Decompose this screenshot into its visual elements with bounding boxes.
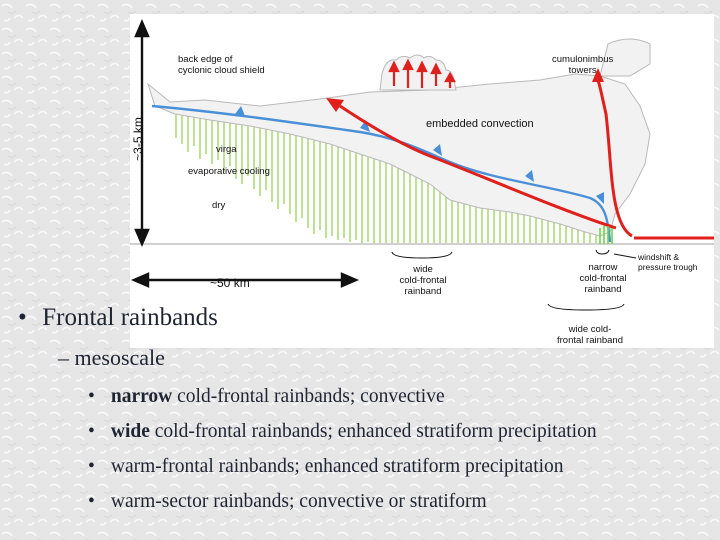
narrow-band-label: narrow cold-frontal rainband: [579, 262, 627, 295]
evaporative-cooling-label: evaporative cooling: [188, 166, 270, 177]
virga-label: virga: [216, 144, 237, 155]
width-scale-bar: [130, 272, 360, 288]
embedded-convection-label: embedded convection: [426, 118, 534, 130]
dry-label: dry: [212, 200, 226, 211]
bullet-level-1: • Frontal rainbands: [18, 304, 218, 331]
narrow-band-rain: [599, 226, 613, 244]
narrow-band-bracket: [595, 249, 610, 255]
bullet-item-narrow: • narrow cold-frontal rainbands; convect…: [88, 386, 445, 407]
cold-front-cross-section-diagram: back edge of cyclonic cloud shield cumul…: [130, 14, 714, 348]
height-scale-bar: [134, 18, 150, 248]
embedded-convection-arrowhead: [326, 98, 344, 112]
width-scale-label: ~50 km: [210, 276, 250, 290]
back-edge-label: back edge of cyclonic cloud shield: [178, 54, 265, 76]
diagram-svg: [130, 14, 714, 348]
wide-band-2-label: wide cold- frontal rainband: [556, 324, 624, 346]
bullet-item-wide: • wide cold-frontal rainbands; enhanced …: [88, 421, 597, 442]
embedded-convection-arrow: [339, 104, 617, 230]
wide-band-bracket: [391, 251, 453, 259]
wide-band-2-bracket: [547, 303, 625, 311]
narrow-band-updraft: [596, 79, 633, 238]
narrow-band-updraft-arrowhead: [592, 68, 604, 82]
updraft-arrows: [388, 58, 456, 88]
bullet-item-warm-sector: • warm-sector rainbands; convective or s…: [88, 491, 487, 512]
frontal-surface: [151, 104, 612, 243]
bullet-level-2: – mesoscale: [58, 345, 165, 370]
wide-band-label: wide cold-frontal rainband: [399, 264, 447, 297]
bullet-item-warm-frontal: • warm-frontal rainbands; enhanced strat…: [88, 456, 564, 477]
windshift-pointer: [613, 253, 637, 259]
cumulonimbus-label: cumulonimbus towers: [552, 54, 614, 76]
cumulonimbus-anvil: [599, 38, 651, 77]
windshift-label: windshift & pressure trough: [638, 252, 698, 272]
front-markers: [235, 106, 604, 204]
